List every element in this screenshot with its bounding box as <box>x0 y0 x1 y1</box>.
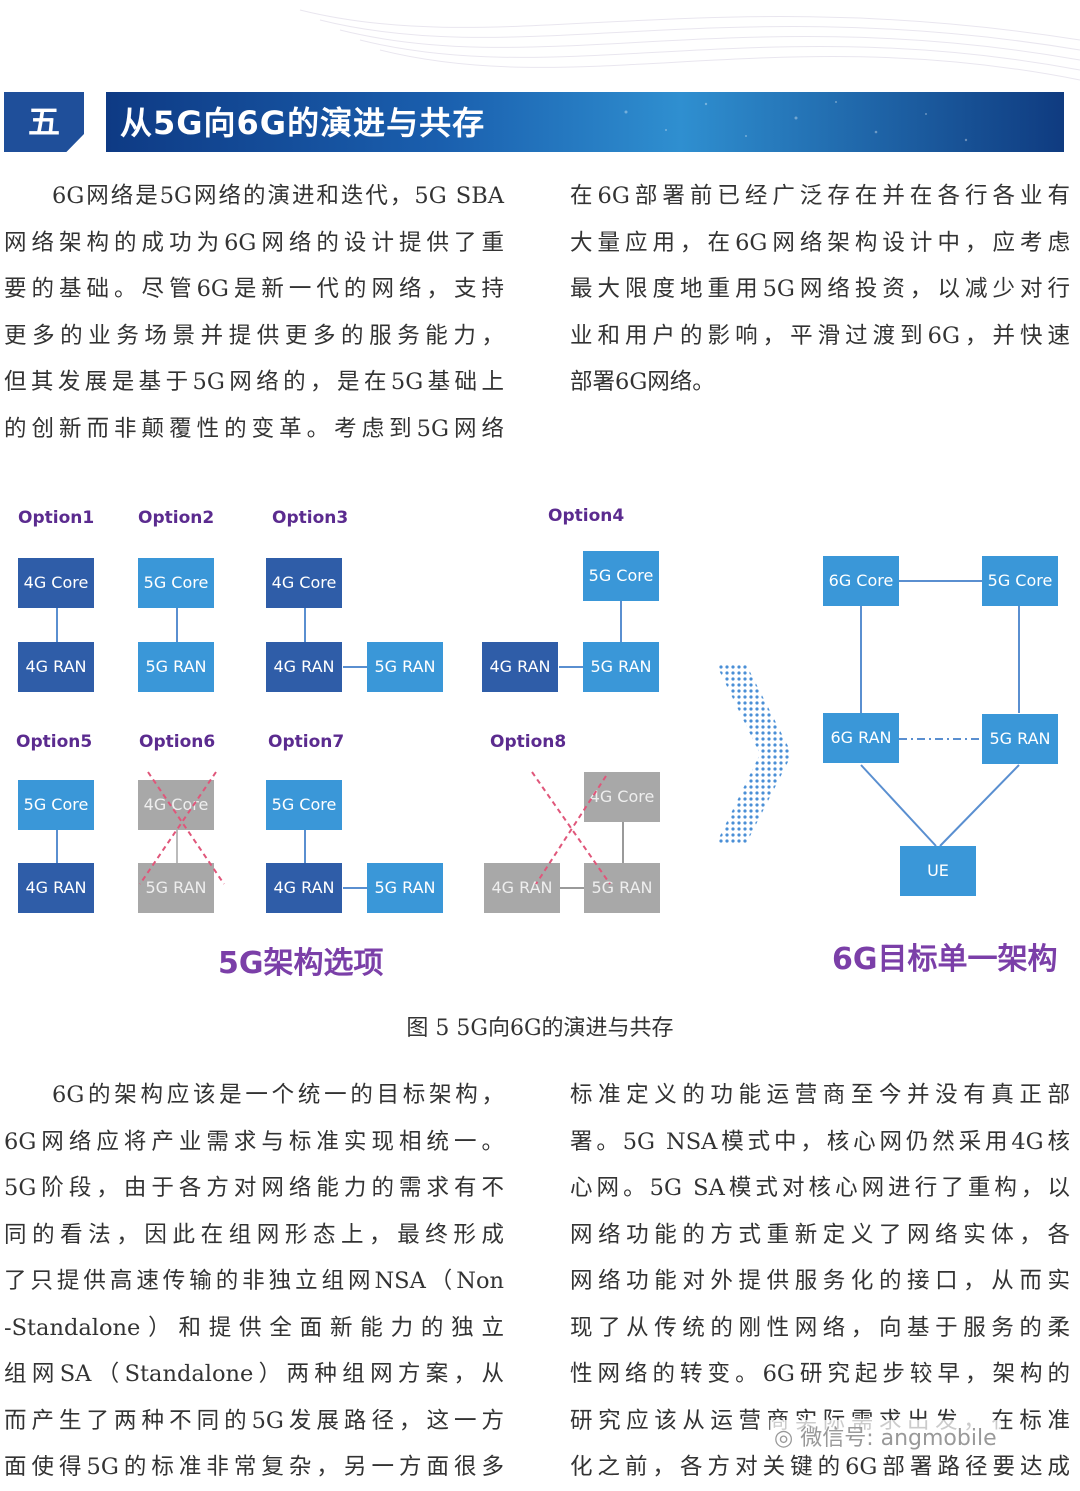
figure-caption: 图 5 5G向6G的演进与共存 <box>406 1016 674 1041</box>
option3-label: Option3 <box>272 508 349 528</box>
chevron-right-icon <box>716 664 792 844</box>
connector-line <box>176 830 178 863</box>
text-line: 6G网络是5G网络的演进和迭代，5G SBA <box>52 183 504 209</box>
option4-label: Option4 <box>548 506 625 526</box>
text-line: 大量应用，在6G网络架构设计中，应考虑 <box>570 229 1070 256</box>
text-line: 的创新而非颠覆性的变革。考虑到5G网络 <box>4 415 504 442</box>
text-line: 网络架构的成功为6G网络的设计提供了重 <box>4 229 504 256</box>
node-4g-core: 4G Core <box>266 558 342 608</box>
node-4g-ran: 4G RAN <box>266 863 342 913</box>
text-line: 部署6G网络。 <box>570 369 715 395</box>
node-5g-ran: 5G RAN <box>583 642 659 692</box>
connector-line <box>939 764 1020 847</box>
intro-left-column: 6G网络是5G网络的演进和迭代，5G SBA 网络架构的成功为6G网络的设计提供… <box>4 173 504 452</box>
cross-line <box>531 771 611 885</box>
section-number: 五 <box>27 103 60 141</box>
node-4g-ran: 4G RAN <box>18 863 94 913</box>
node-5g-core: 5G Core <box>982 556 1058 606</box>
section-number-box <box>4 92 84 152</box>
node-6g-core: 6G Core <box>823 556 899 606</box>
node-5g-core: 5G Core <box>583 551 659 601</box>
diagram-caption-5g: 5G架构选项 <box>218 946 384 981</box>
cross-line <box>139 771 217 885</box>
connector-line <box>304 830 306 863</box>
wechat-watermark: ◎ 微信号: angmobile <box>770 1420 1001 1452</box>
connector-line <box>304 608 306 642</box>
text-line: 要的基础。尽管6G是新一代的网络，支持 <box>4 276 504 302</box>
node-ue: UE <box>900 846 976 896</box>
text-line: 6G的架构应该是一个统一的目标架构， <box>52 1082 504 1108</box>
node-4g-ran-deprecated: 4G RAN <box>484 863 560 913</box>
header-wave-decoration <box>299 9 1080 81</box>
connector-line <box>860 764 937 847</box>
node-4g-core-deprecated: 4G Core <box>138 780 214 830</box>
node-5g-ran-deprecated: 5G RAN <box>138 863 214 913</box>
cross-line <box>147 771 225 885</box>
node-5g-core: 5G Core <box>138 558 214 608</box>
option1-label: Option1 <box>18 508 95 528</box>
text-line: 标准定义的功能运营商至今并没有真正部 <box>570 1082 1070 1108</box>
node-6g-ran: 6G RAN <box>823 713 899 763</box>
text-line: 但其发展是基于5G网络的，是在5G基础上 <box>4 369 504 395</box>
node-4g-core-deprecated: 4G Core <box>584 772 660 822</box>
title-bar-sparkle-decoration <box>624 101 968 142</box>
connector-line <box>176 608 178 642</box>
connector-line <box>620 601 622 642</box>
text-line: 化之前，各方对关键的6G部署路径要达成 <box>570 1454 1070 1480</box>
text-line: 同的看法，因此在组网形态上，最终形成 <box>4 1221 504 1248</box>
option2-label: Option2 <box>138 508 215 528</box>
node-5g-core: 5G Core <box>18 780 94 830</box>
text-line: 心网。5G SA模式对核心网进行了重构，以 <box>570 1175 1070 1201</box>
option5-label: Option5 <box>16 732 93 752</box>
wechat-icon: ◎ <box>774 1426 794 1451</box>
node-5g-ran: 5G RAN <box>982 714 1058 764</box>
node-5g-ran: 5G RAN <box>367 863 443 913</box>
text-line: 网络功能对外提供服务化的接口，从而实 <box>570 1268 1070 1294</box>
connector-line <box>343 666 367 668</box>
option8-label: Option8 <box>490 732 567 752</box>
text-line: 组网SA（Standalone）两种组网方案，从 <box>4 1361 504 1387</box>
watermark-text: 微信号: angmobile <box>800 1426 997 1451</box>
diagram-caption-6g: 6G目标单一架构 <box>832 942 1058 977</box>
node-5g-ran: 5G RAN <box>367 642 443 692</box>
text-line: 网络功能的方式重新定义了网络实体，各 <box>570 1221 1070 1248</box>
text-line: -Standalone）和提供全面新能力的独立 <box>4 1314 504 1341</box>
text-line: 面使得5G的标准非常复杂，另一方面很多 <box>4 1454 504 1480</box>
node-4g-ran: 4G RAN <box>266 642 342 692</box>
text-line: 业和用户的影响，平滑过渡到6G，并快速 <box>570 322 1070 349</box>
intro-right-column: 在6G部署前已经广泛存在并在各行各业有 大量应用，在6G网络架构设计中，应考虑 … <box>570 173 1070 406</box>
text-line: 5G阶段，由于各方对网络能力的需求有不 <box>4 1175 504 1201</box>
connector-line <box>622 822 624 863</box>
node-5g-core: 5G Core <box>266 780 342 830</box>
connector-line <box>560 887 584 889</box>
connector-line <box>343 887 367 889</box>
node-4g-core: 4G Core <box>18 558 94 608</box>
text-line: 最大限度地重用5G网络投资，以减少对行 <box>570 276 1070 302</box>
connector-line <box>559 666 583 668</box>
text-line: 现了从传统的刚性网络，向基于服务的柔 <box>570 1314 1070 1341</box>
node-5g-ran: 5G RAN <box>138 642 214 692</box>
body-left-column: 6G的架构应该是一个统一的目标架构， 6G网络应将产业需求与标准实现相统一。 5… <box>4 1072 504 1491</box>
node-4g-ran: 4G RAN <box>18 642 94 692</box>
connector-line <box>56 830 58 863</box>
text-line: 6G网络应将产业需求与标准实现相统一。 <box>4 1128 504 1155</box>
text-line: 性网络的转变。6G研究起步较早，架构的 <box>570 1361 1070 1387</box>
text-line: 更多的业务场景并提供更多的服务能力， <box>4 322 504 349</box>
section-title: 从5G向6G的演进与共存 <box>120 104 486 142</box>
text-line: 而产生了两种不同的5G发展路径，这一方 <box>4 1407 504 1434</box>
text-line: 署。5G NSA模式中，核心网仍然采用4G核 <box>570 1128 1070 1155</box>
connector-line <box>56 608 58 642</box>
node-5g-ran-deprecated: 5G RAN <box>584 863 660 913</box>
text-line: 在6G部署前已经广泛存在并在各行各业有 <box>570 183 1070 209</box>
cross-line <box>535 775 607 885</box>
section-title-bar <box>106 92 1064 152</box>
text-line: 了只提供高速传输的非独立组网NSA（Non <box>4 1268 504 1294</box>
option6-label: Option6 <box>139 732 216 752</box>
body-right-column: 标准定义的功能运营商至今并没有真正部 署。5G NSA模式中，核心网仍然采用4G… <box>570 1072 1070 1491</box>
node-4g-ran: 4G RAN <box>482 642 558 692</box>
option7-label: Option7 <box>268 732 345 752</box>
